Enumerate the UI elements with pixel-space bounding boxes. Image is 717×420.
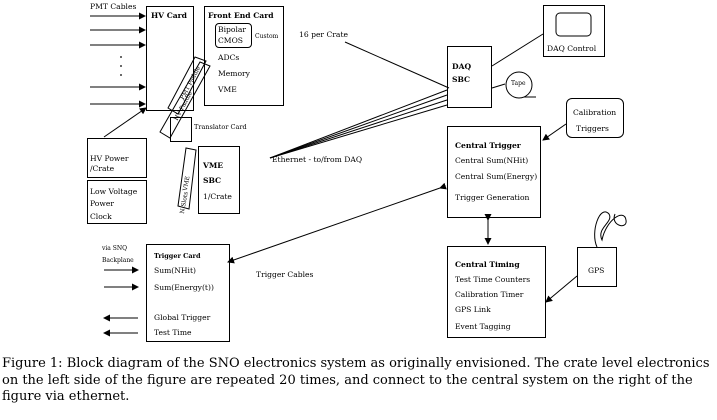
- hv-power-box: [87, 138, 147, 178]
- low-voltage-box: [87, 180, 147, 224]
- memory-label: Memory: [218, 69, 250, 78]
- daq-sbc-box: [447, 46, 492, 108]
- via-snq-line1: via SNQ: [102, 245, 128, 252]
- central-timing-box: [447, 246, 546, 338]
- calib-arrow: [542, 123, 567, 141]
- paddle-shape: [159, 61, 211, 139]
- daq-line2: SBC: [452, 75, 471, 84]
- central-energy-label: Central Sum(Energy): [455, 172, 538, 181]
- gps-box: [577, 247, 617, 287]
- hv-power-line1: HV Power: [90, 154, 129, 163]
- via-snq-line2: Backplane: [102, 257, 134, 264]
- fec-to-daq: [344, 41, 450, 89]
- trigger-cable-arrow: [227, 182, 447, 264]
- bipolar-cmos-box: [215, 23, 252, 48]
- diagram-lines: [90, 12, 627, 337]
- trigger-generation-label: Trigger Generation: [455, 193, 530, 202]
- low-voltage-line2: Power: [90, 199, 114, 208]
- trigger-card-box: [146, 244, 230, 342]
- daq-line1: DAQ: [452, 62, 472, 71]
- net-to-daq: [269, 104, 448, 159]
- custom-label: Custom: [255, 33, 279, 40]
- front-end-card-box: [204, 6, 284, 106]
- tape-label: Tape: [511, 80, 526, 87]
- caption-text: Block diagram of the SNO electronics sys…: [2, 356, 710, 404]
- calibration-line2: Triggers: [576, 124, 609, 133]
- monitor-screen: [555, 12, 592, 37]
- pmt-cables-label: PMT Cables: [90, 2, 137, 11]
- paddle-shape: [167, 56, 207, 115]
- hv-card-title: HV Card: [151, 11, 187, 20]
- ellipsis-dot: [120, 56, 122, 58]
- central-trigger-box: [447, 126, 541, 218]
- adcs-label: ADCs: [218, 53, 240, 62]
- bipolar-label: Bipolar: [218, 25, 247, 34]
- daq-to-control: [491, 33, 544, 67]
- tape-icon: [505, 71, 533, 99]
- daq-control-box: [543, 5, 605, 57]
- translator-card-label: Translator Card: [194, 123, 247, 131]
- vme-sbc-line1: VME: [203, 161, 224, 170]
- daq-control-label: DAQ Control: [547, 44, 597, 53]
- timing-line1: Test Time Counters: [455, 275, 531, 284]
- block-diagram: PMT Cables HV Card Front End Card Bipola…: [87, 2, 627, 342]
- low-voltage-line1: Low Voltage: [90, 187, 138, 196]
- gps-arrow: [545, 275, 578, 303]
- calibration-line1: Calibration: [573, 108, 617, 117]
- timing-line3: GPS Link: [455, 305, 491, 314]
- translator-card-box: [170, 117, 192, 142]
- vme-sbc-line2: SBC: [203, 176, 222, 185]
- cmos-label: CMOS: [218, 36, 244, 45]
- gps-label: GPS: [588, 266, 605, 275]
- daq-to-tape: [491, 83, 506, 89]
- trigger-energy-label: Sum(Energy(t)): [154, 283, 214, 292]
- trigger-card-title: Trigger Card: [154, 252, 201, 260]
- ellipsis-dot: [120, 74, 122, 76]
- ellipsis-dot: [120, 65, 122, 67]
- figure-caption: Figure 1: Block diagram of the SNO elect…: [2, 356, 716, 406]
- trigger-nhit-label: Sum(NHit): [154, 266, 196, 275]
- vme-sbc-box: [198, 146, 240, 214]
- front-end-card-title: Front End Card: [208, 11, 274, 20]
- timing-line4: Event Tagging: [455, 322, 511, 331]
- caption-label: Figure 1:: [2, 356, 63, 371]
- central-nhit-label: Central Sum(NHit): [455, 156, 529, 165]
- net-to-daq: [269, 89, 448, 159]
- central-timing-title: Central Timing: [455, 260, 520, 269]
- timing-line2: Calibration Timer: [455, 290, 524, 299]
- ethernet-label: Ethernet - to/from DAQ: [272, 155, 363, 164]
- calibration-box: [566, 98, 624, 138]
- low-voltage-line3: Clock: [90, 212, 112, 221]
- global-trigger-label: Global Trigger: [154, 313, 211, 322]
- trigger-cables-label: Trigger Cables: [256, 270, 314, 279]
- net-to-daq: [269, 99, 448, 159]
- net-to-daq: [269, 94, 448, 159]
- gps-antenna-icon: [594, 211, 627, 248]
- test-time-label: Test Time: [154, 328, 192, 337]
- vme-sbc-line3: 1/Crate: [203, 192, 232, 201]
- central-trigger-title: Central Trigger: [455, 141, 521, 150]
- per-crate-label: 16 per Crate: [299, 30, 348, 39]
- hv-power-arrow: [103, 107, 147, 138]
- hv-card-box: [146, 6, 194, 111]
- paddle-shape: [177, 147, 197, 210]
- hv-power-line2: /Crate: [90, 164, 115, 173]
- vme-label: VME: [218, 85, 237, 94]
